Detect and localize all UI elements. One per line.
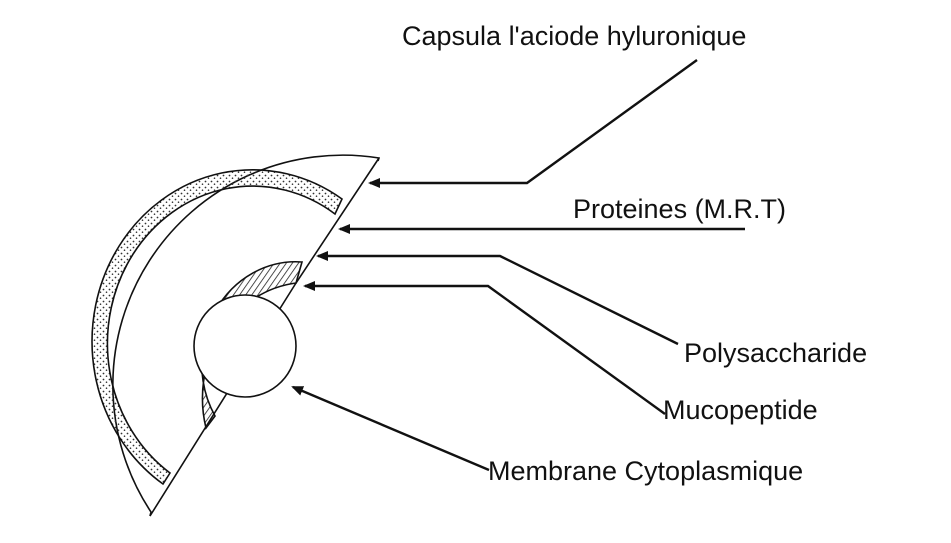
membrane-arrow — [293, 387, 489, 470]
mucopeptide-arrow — [305, 286, 665, 414]
membrane-label: Membrane Cytoplasmique — [488, 456, 803, 486]
mucopeptide-label: Mucopeptide — [663, 395, 818, 425]
capsule-arrow — [370, 60, 697, 183]
polysaccharide-arrow — [318, 256, 678, 344]
proteins-label: Proteines (M.R.T) — [573, 194, 786, 224]
membrane-circle — [194, 295, 296, 397]
capsule-label: Capsula l'aciode hyluronique — [402, 21, 746, 51]
polysaccharide-label: Polysaccharide — [684, 338, 867, 368]
